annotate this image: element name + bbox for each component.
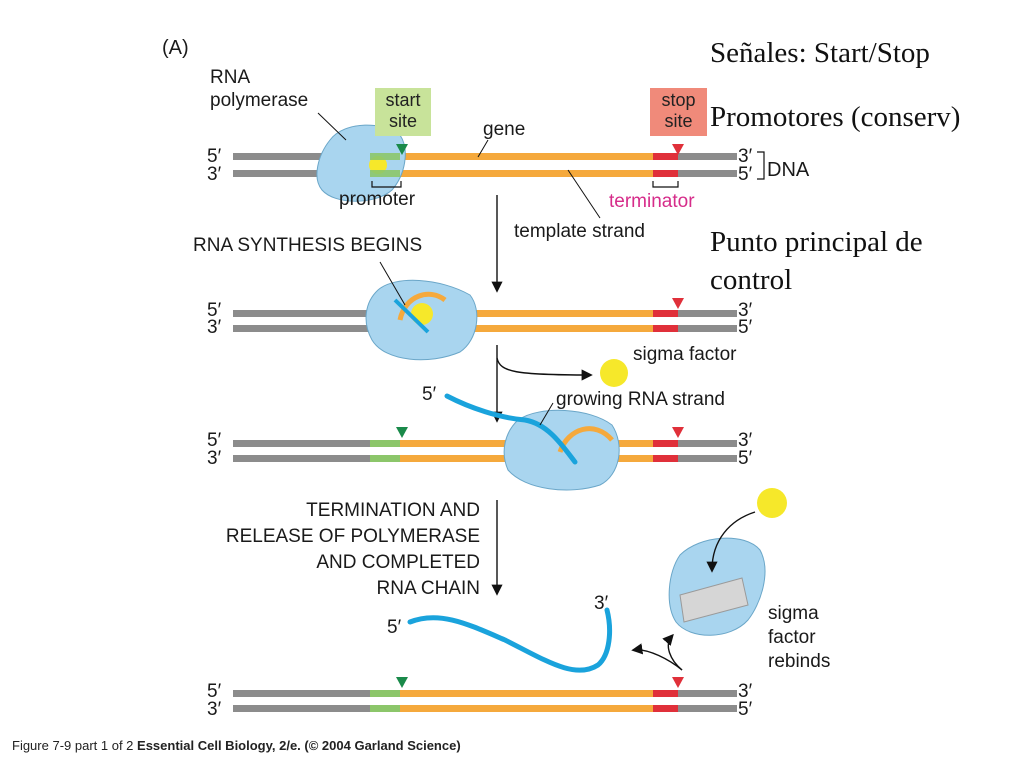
three-prime-label: 3′: [738, 146, 753, 167]
sigma-rebind-arrow: [706, 511, 756, 573]
dna-step2: [233, 261, 737, 361]
figure-caption: Figure 7-9 part 1 of 2 Essential Cell Bi…: [12, 738, 461, 753]
five-prime-label: 5′: [207, 430, 222, 451]
promoter-bracket: [371, 181, 402, 188]
template-leader: [567, 169, 601, 219]
sigma-factor-label: sigma factor: [633, 344, 737, 365]
five-prime-label: 5′: [207, 300, 222, 321]
dna-step1: [233, 112, 765, 219]
synthesis-leader: [379, 261, 406, 306]
terminator-region-bottom: [653, 170, 678, 177]
note-signals: Señales: Start/Stop: [710, 37, 930, 69]
three-prime-label: 3′: [738, 430, 753, 451]
stop-marker-icon: [672, 427, 684, 438]
start-marker-icon: [396, 677, 408, 688]
five-prime-label: 5′: [738, 448, 753, 469]
rna-polymerase-label: RNA polymerase: [210, 67, 309, 111]
three-prime-label: 3′: [207, 164, 222, 185]
dna-bracket: [757, 151, 765, 180]
five-prime-label: 5′: [422, 384, 437, 405]
sigma-binding-site: [679, 577, 749, 623]
rna-start: [393, 298, 430, 334]
five-prime-label: 5′: [387, 617, 402, 638]
sigma-factor-rebinding: [757, 488, 787, 518]
polymerase-leader: [317, 112, 347, 141]
start-site-label: start site: [385, 90, 421, 131]
start-marker-icon: [396, 427, 408, 438]
growing-rna-leader: [539, 402, 554, 426]
promoter-region-top: [370, 153, 400, 160]
synthesis-begins-label: RNA SYNTHESIS BEGINS: [193, 235, 423, 256]
stop-marker-icon: [672, 298, 684, 309]
stop-marker-icon: [672, 677, 684, 688]
five-prime-label: 5′: [207, 681, 222, 702]
dna-label: DNA: [767, 159, 810, 181]
growing-rna: [444, 393, 578, 465]
release-arrow-left: [631, 643, 683, 671]
terminator-region-top: [653, 153, 678, 160]
three-prime-label: 3′: [207, 448, 222, 469]
caption-book: Essential Cell Biology, 2/e. (© 2004 Gar…: [137, 738, 461, 753]
start-site-box: [375, 88, 431, 136]
dna-bubble: [397, 291, 447, 321]
three-prime-label: 3′: [594, 593, 609, 614]
sigma-rebinds-label: sigma factor rebinds: [768, 603, 831, 672]
gene-region-bottom: [400, 170, 653, 177]
start-marker-icon: [396, 144, 408, 155]
completed-rna: [407, 607, 613, 673]
promoter-region-bottom: [370, 170, 400, 177]
three-prime-label: 3′: [738, 681, 753, 702]
note-promoters: Promotores (conserv): [710, 101, 961, 133]
growing-rna-label: growing RNA strand: [556, 389, 725, 410]
dna-step3: [233, 393, 737, 491]
panel-letter: (A): [162, 37, 189, 59]
terminator-bracket: [652, 181, 679, 188]
promoter-label: promoter: [339, 189, 416, 210]
terminator-label: terminator: [609, 191, 695, 212]
three-prime-label: 3′: [738, 300, 753, 321]
five-prime-label: 5′: [738, 164, 753, 185]
three-prime-label: 3′: [207, 317, 222, 338]
stop-marker-icon: [672, 144, 684, 155]
sigma-factor-bound: [411, 303, 433, 325]
five-prime-label: 5′: [738, 317, 753, 338]
three-prime-label: 3′: [207, 699, 222, 720]
dna-step4: [233, 607, 737, 712]
sigma-factor-free: [600, 359, 628, 387]
template-strand-label: template strand: [514, 221, 645, 242]
note-control: Punto principal de control: [710, 226, 923, 296]
gene-leader: [477, 139, 489, 158]
five-prime-label: 5′: [207, 146, 222, 167]
gene-label: gene: [483, 119, 526, 140]
gene-region-top: [400, 153, 653, 160]
sigma-factor-bound: [369, 156, 387, 174]
stop-site-label: stop site: [661, 90, 696, 131]
stop-site-box: [650, 88, 707, 136]
sigma-release-arrow: [496, 357, 593, 381]
five-prime-label: 5′: [738, 699, 753, 720]
caption-figure: Figure 7-9 part 1 of 2: [12, 738, 134, 753]
termination-label: TERMINATION AND RELEASE OF POLYMERASE AN…: [225, 500, 480, 599]
